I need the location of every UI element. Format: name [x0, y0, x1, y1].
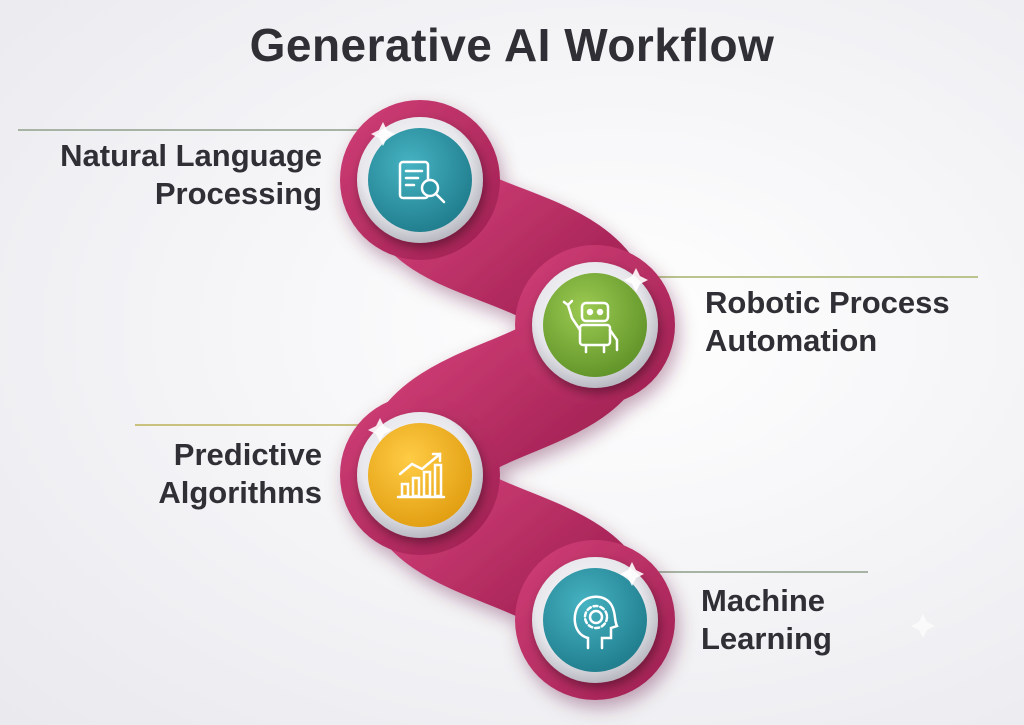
step-node-ml: [532, 557, 658, 683]
step-label-rpa: Robotic Process Automation: [705, 284, 1005, 360]
step-label-ml-line1: Machine: [701, 583, 826, 618]
robot-icon: [562, 299, 619, 354]
step-node-rpa: [532, 262, 658, 388]
connector-lines: [18, 129, 978, 573]
step-label-predictive: Predictive Algorithms: [20, 436, 322, 512]
step-label-rpa-line2: Automation: [705, 323, 878, 358]
page-title: Generative AI Workflow: [249, 19, 775, 71]
step-label-nlp-line2: Processing: [154, 176, 322, 211]
step-node-nlp: [357, 117, 483, 243]
step-label-predictive-line1: Predictive: [173, 437, 322, 472]
document-search-icon: [398, 160, 446, 204]
step-label-rpa-line1: Robotic Process: [705, 285, 950, 320]
sparkle-decorations: [368, 122, 935, 638]
step-label-ml: Machine Learning: [701, 582, 1001, 658]
step-label-predictive-line2: Algorithms: [158, 475, 322, 510]
step-label-ml-line2: Learning: [701, 621, 832, 656]
bar-chart-growth-icon: [396, 452, 446, 499]
step-node-predictive: [357, 412, 483, 538]
step-label-nlp-line1: Natural Language: [60, 138, 322, 173]
head-gear-icon: [573, 595, 619, 650]
step-label-nlp: Natural Language Processing: [20, 137, 322, 213]
